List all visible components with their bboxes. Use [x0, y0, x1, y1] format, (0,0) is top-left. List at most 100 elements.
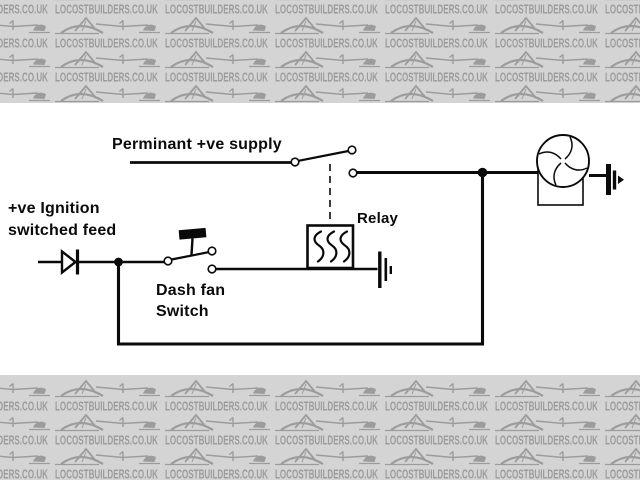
- fan-motor: [536, 134, 590, 206]
- watermark-text: LOCOSTBUILDERS.CO.UK: [163, 2, 273, 16]
- svg-text:LOCOSTBUILDERS.CO.UK: LOCOSTBUILDERS.CO.UK: [275, 70, 378, 84]
- watermark-text: LOCOSTBUILDERS.CO.UK: [53, 36, 163, 50]
- excavator-icon: [53, 16, 163, 36]
- excavator-icon: [383, 447, 493, 467]
- watermark-text: LOCOSTBUILDERS.CO.UK: [493, 36, 603, 50]
- svg-text:LOCOSTBUILDERS.CO.UK: LOCOSTBUILDERS.CO.UK: [385, 467, 488, 480]
- excavator-icon: [493, 447, 603, 467]
- excavator-icon: [383, 16, 493, 36]
- svg-text:LOCOSTBUILDERS.CO.UK: LOCOSTBUILDERS.CO.UK: [275, 467, 378, 480]
- watermark-text: LOCOSTBUILDERS.CO.UK: [53, 2, 163, 16]
- excavator-icon: [53, 379, 163, 399]
- switch-blade: [171, 251, 209, 261]
- excavator-icon: [603, 50, 640, 70]
- watermark-text: LOCOSTBUILDERS.CO.UK: [273, 467, 383, 480]
- excavator-icon: [163, 379, 273, 399]
- watermark-text: LOCOSTBUILDERS.CO.UK: [603, 2, 640, 16]
- circuit-svg: [38, 134, 624, 346]
- svg-text:LOCOSTBUILDERS.CO.UK: LOCOSTBUILDERS.CO.UK: [55, 433, 158, 447]
- watermark-text: LOCOSTBUILDERS.CO.UK: [493, 467, 603, 480]
- label-permanent-supply: Perminant +ve supply: [112, 136, 282, 153]
- return-wire: [116, 172, 485, 346]
- watermark-text: LOCOSTBUILDERS.CO.UK: [163, 433, 273, 447]
- watermark-band-top: LOCOSTBUILDERS.CO.UKLOCOSTBUILDERS.CO.UK…: [0, 0, 640, 103]
- junction-dot: [114, 257, 123, 267]
- label-relay: Relay: [357, 210, 399, 227]
- watermark-text: LOCOSTBUILDERS.CO.UK: [383, 36, 493, 50]
- excavator-icon: [383, 413, 493, 433]
- excavator-icon: [273, 84, 383, 103]
- excavator-icon: [493, 16, 603, 36]
- watermark-text: LOCOSTBUILDERS.CO.UK: [383, 70, 493, 84]
- watermark-text: LOCOSTBUILDERS.CO.UK: [603, 36, 640, 50]
- svg-text:LOCOSTBUILDERS.CO.UK: LOCOSTBUILDERS.CO.UK: [495, 433, 598, 447]
- svg-text:LOCOSTBUILDERS.CO.UK: LOCOSTBUILDERS.CO.UK: [385, 70, 488, 84]
- watermark-text: LOCOSTBUILDERS.CO.UK: [383, 433, 493, 447]
- ground-fan-icon: [606, 164, 624, 195]
- excavator-icon: [53, 50, 163, 70]
- excavator-icon: [273, 413, 383, 433]
- ground-relay-icon: [378, 251, 392, 288]
- excavator-icon: [53, 84, 163, 103]
- contact-blade: [298, 149, 349, 162]
- watermark-text: LOCOSTBUILDERS.CO.UK: [163, 467, 273, 480]
- svg-text:LOCOSTBUILDERS.CO.UK: LOCOSTBUILDERS.CO.UK: [605, 70, 640, 84]
- dash-fan-switch: [163, 227, 217, 274]
- svg-text:LOCOSTBUILDERS.CO.UK: LOCOSTBUILDERS.CO.UK: [165, 399, 268, 413]
- svg-text:LOCOSTBUILDERS.CO.UK: LOCOSTBUILDERS.CO.UK: [495, 36, 598, 50]
- svg-text:LOCOSTBUILDERS.CO.UK: LOCOSTBUILDERS.CO.UK: [0, 36, 48, 50]
- watermark-text: LOCOSTBUILDERS.CO.UK: [0, 70, 53, 84]
- excavator-icon: [163, 447, 273, 467]
- fan-circle: [536, 134, 590, 188]
- svg-text:LOCOSTBUILDERS.CO.UK: LOCOSTBUILDERS.CO.UK: [165, 36, 268, 50]
- svg-text:LOCOSTBUILDERS.CO.UK: LOCOSTBUILDERS.CO.UK: [275, 2, 378, 16]
- excavator-icon: [493, 50, 603, 70]
- svg-text:LOCOSTBUILDERS.CO.UK: LOCOSTBUILDERS.CO.UK: [495, 70, 598, 84]
- excavator-icon: [493, 84, 603, 103]
- svg-text:LOCOSTBUILDERS.CO.UK: LOCOSTBUILDERS.CO.UK: [0, 433, 48, 447]
- watermark-text: LOCOSTBUILDERS.CO.UK: [163, 399, 273, 413]
- watermark-text: LOCOSTBUILDERS.CO.UK: [493, 2, 603, 16]
- watermark-text: LOCOSTBUILDERS.CO.UK: [273, 70, 383, 84]
- excavator-icon: [163, 50, 273, 70]
- excavator-icon: [603, 16, 640, 36]
- excavator-icon: [0, 16, 53, 36]
- excavator-icon: [493, 379, 603, 399]
- excavator-icon: [273, 16, 383, 36]
- excavator-icon: [163, 16, 273, 36]
- svg-text:LOCOSTBUILDERS.CO.UK: LOCOSTBUILDERS.CO.UK: [605, 433, 640, 447]
- diagram-canvas: Perminant +ve supply +ve Ignition switch…: [0, 103, 640, 375]
- excavator-icon: [603, 379, 640, 399]
- watermark-text: LOCOSTBUILDERS.CO.UK: [0, 36, 53, 50]
- excavator-icon: [493, 413, 603, 433]
- watermark-text: LOCOSTBUILDERS.CO.UK: [0, 433, 53, 447]
- watermark-text: LOCOSTBUILDERS.CO.UK: [603, 467, 640, 480]
- watermark-text: LOCOSTBUILDERS.CO.UK: [53, 70, 163, 84]
- svg-text:LOCOSTBUILDERS.CO.UK: LOCOSTBUILDERS.CO.UK: [605, 2, 640, 16]
- label-dash-fan-1: Dash fan: [156, 282, 226, 299]
- svg-text:LOCOSTBUILDERS.CO.UK: LOCOSTBUILDERS.CO.UK: [605, 36, 640, 50]
- svg-text:LOCOSTBUILDERS.CO.UK: LOCOSTBUILDERS.CO.UK: [275, 399, 378, 413]
- svg-text:LOCOSTBUILDERS.CO.UK: LOCOSTBUILDERS.CO.UK: [385, 36, 488, 50]
- watermark-band-bottom: LOCOSTBUILDERS.CO.UKLOCOSTBUILDERS.CO.UK…: [0, 375, 640, 480]
- watermark-text: LOCOSTBUILDERS.CO.UK: [163, 36, 273, 50]
- svg-text:LOCOSTBUILDERS.CO.UK: LOCOSTBUILDERS.CO.UK: [55, 2, 158, 16]
- excavator-icon: [383, 50, 493, 70]
- excavator-icon: [383, 379, 493, 399]
- excavator-icon: [0, 447, 53, 467]
- excavator-icon: [163, 84, 273, 103]
- svg-text:LOCOSTBUILDERS.CO.UK: LOCOSTBUILDERS.CO.UK: [385, 433, 488, 447]
- watermark-text: LOCOSTBUILDERS.CO.UK: [0, 2, 53, 16]
- excavator-icon: [603, 447, 640, 467]
- svg-text:LOCOSTBUILDERS.CO.UK: LOCOSTBUILDERS.CO.UK: [605, 467, 640, 480]
- excavator-icon: [0, 379, 53, 399]
- excavator-icon: [603, 84, 640, 103]
- svg-text:LOCOSTBUILDERS.CO.UK: LOCOSTBUILDERS.CO.UK: [55, 399, 158, 413]
- watermark-text: LOCOSTBUILDERS.CO.UK: [163, 70, 273, 84]
- switch-paddle: [178, 227, 207, 240]
- svg-text:LOCOSTBUILDERS.CO.UK: LOCOSTBUILDERS.CO.UK: [165, 2, 268, 16]
- svg-text:LOCOSTBUILDERS.CO.UK: LOCOSTBUILDERS.CO.UK: [275, 36, 378, 50]
- svg-text:LOCOSTBUILDERS.CO.UK: LOCOSTBUILDERS.CO.UK: [165, 70, 268, 84]
- watermark-text: LOCOSTBUILDERS.CO.UK: [603, 70, 640, 84]
- excavator-icon: [163, 413, 273, 433]
